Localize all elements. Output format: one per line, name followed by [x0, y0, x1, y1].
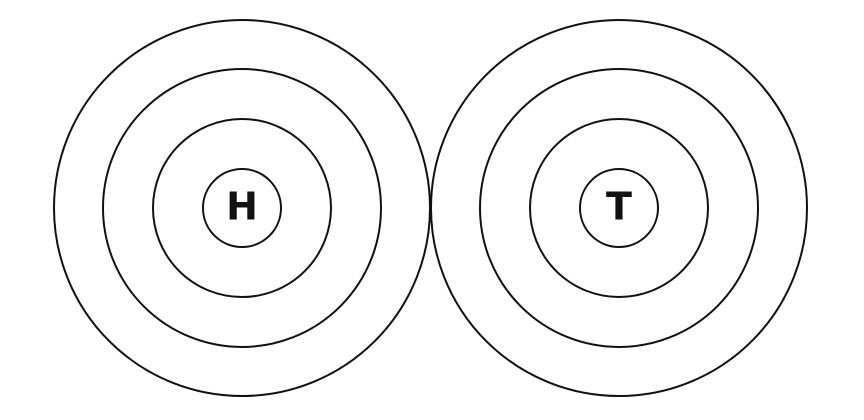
target-t: T	[430, 19, 808, 397]
target-t-ring-3	[479, 68, 759, 348]
target-t-letter: T	[606, 185, 632, 229]
target-h-letter: H	[226, 185, 258, 229]
target-h: H	[53, 19, 431, 397]
target-h-ring-3	[102, 68, 382, 348]
target-h-inner-ring	[202, 168, 282, 248]
target-t-inner-ring	[579, 168, 659, 248]
target-h-ring-2	[152, 118, 332, 298]
target-t-ring-2	[529, 118, 709, 298]
target-t-outer-ring	[430, 19, 808, 397]
